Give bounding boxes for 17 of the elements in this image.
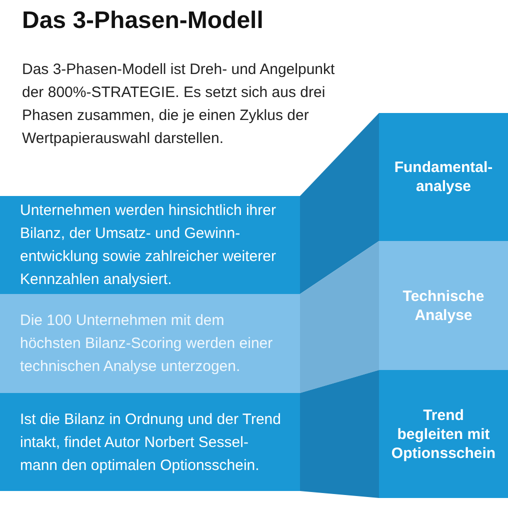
fold-connector	[300, 370, 379, 498]
description-text: Unternehmen werden hinsichtlich ihrer Bilanz, der Umsatz- und Gewinn- entwicklung sowie zahlreicher weiterer Kennzahlen analysiert.	[20, 201, 277, 290]
description-band	[0, 294, 300, 393]
phase-box	[379, 113, 508, 241]
phase-box	[379, 241, 508, 370]
description-text: Ist die Bilanz in Ordnung und der Trend intakt, findet Autor Norbert Sessel- mann den optimalen Optionsschein.	[20, 410, 282, 476]
intro-text: Das 3-Phasen-Modell ist Dreh- und Angelpunkt der 800%-STRATEGIE. Es setzt sich aus drei Phasen zusammen, die je einen Zyklus der Wertpapierauswahl darstellen.	[22, 60, 336, 149]
description-text: Die 100 Unternehmen mit dem höchsten Bilanz-Scoring werden einer technischen Analyse unterzogen.	[20, 311, 274, 377]
fold-connector	[300, 113, 379, 294]
phase-box	[379, 370, 508, 498]
phase-label: Fundamental- analyse	[393, 158, 494, 196]
fold-connector	[300, 241, 379, 393]
description-band	[0, 196, 300, 294]
phase-label: Trend begleiten mit Optionsschein	[390, 406, 496, 462]
title: Das 3-Phasen-Modell	[22, 7, 264, 35]
description-band	[0, 393, 300, 491]
phase-label: Technische Analyse	[402, 286, 486, 324]
